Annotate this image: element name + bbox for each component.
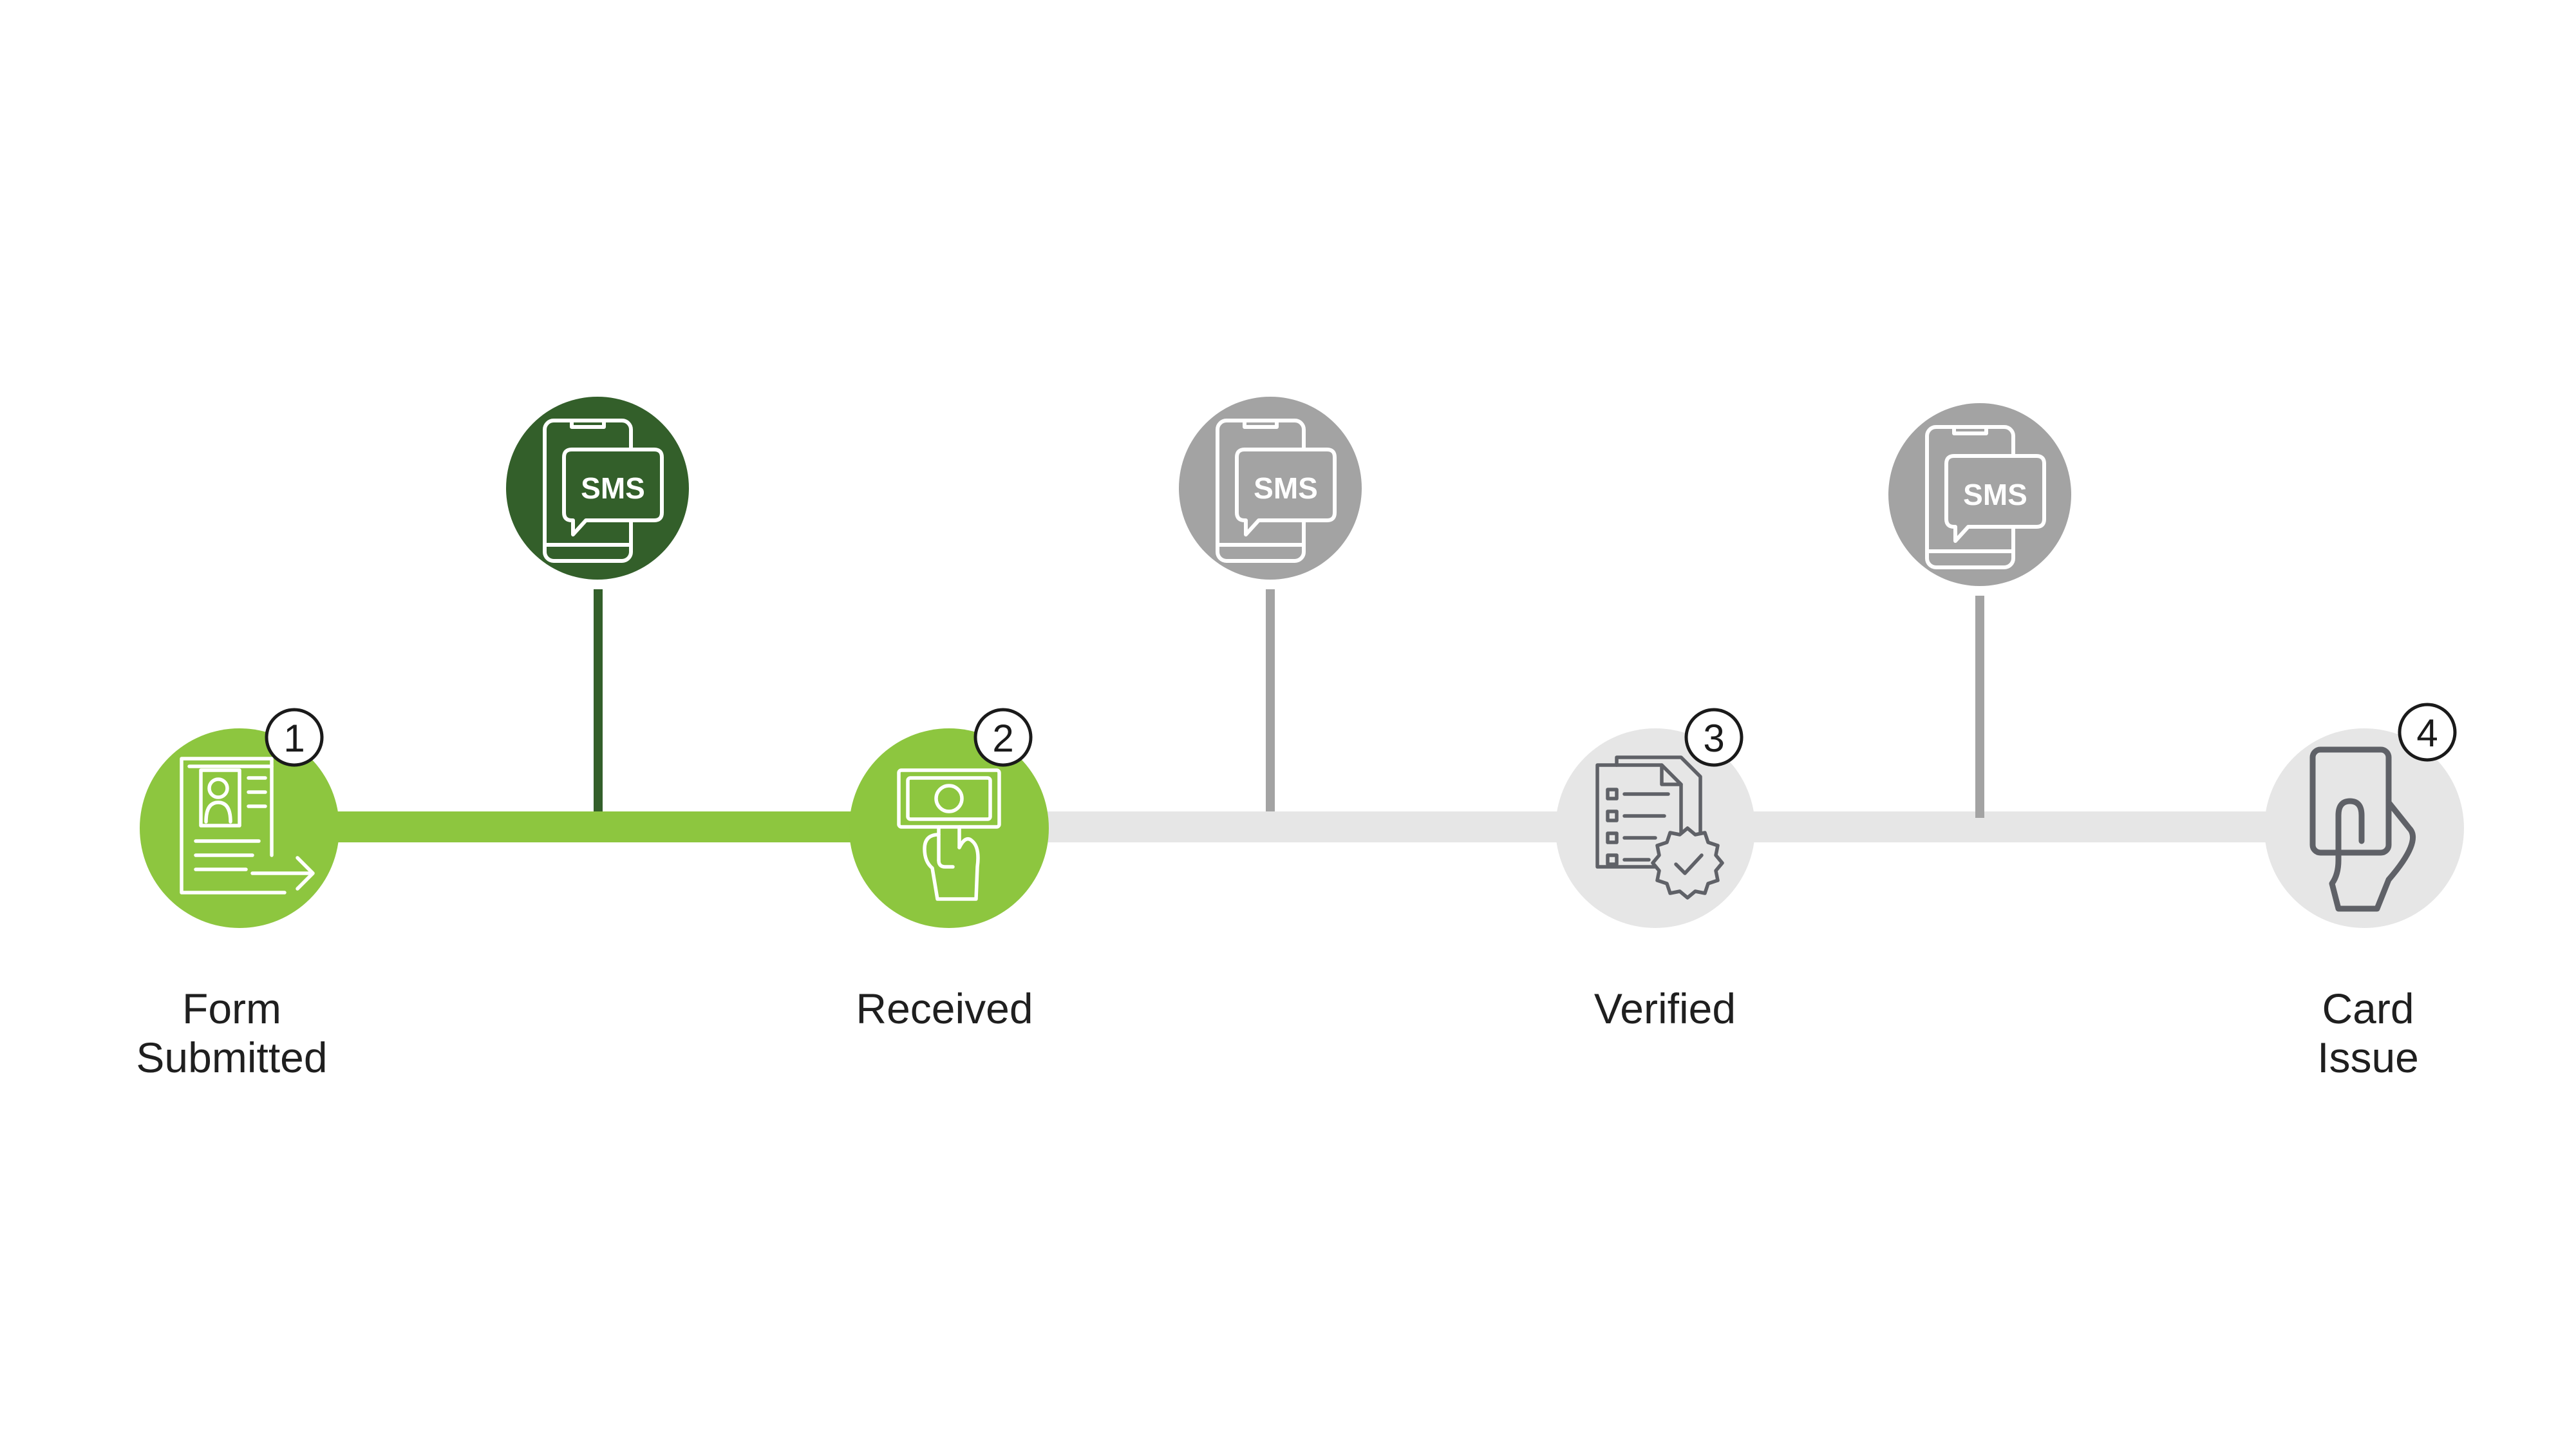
sms-node-3: SMS [1888, 403, 2071, 586]
form-submit-icon [180, 757, 315, 895]
sms-phone-icon [1216, 419, 1337, 563]
sms-text-2: SMS [1254, 471, 1318, 505]
sms-node-2: SMS [1179, 397, 1362, 580]
sms-node-1: SMS [506, 397, 689, 580]
step-number-2: 2 [992, 717, 1013, 760]
step-node-4 [2264, 728, 2464, 928]
step-label-received: Received [856, 985, 1033, 1032]
step-number-badge-2: 2 [973, 708, 1033, 767]
sms-text-3: SMS [1963, 478, 2027, 511]
step-circle-1 [140, 728, 339, 928]
step-label-card-issue: Card Issue [2317, 985, 2419, 1081]
step-number-badge-1: 1 [265, 708, 324, 767]
step-node-2 [849, 728, 1049, 928]
step-number-badge-3: 3 [1684, 708, 1744, 767]
sms-phone-icon [543, 419, 664, 563]
sms-phone-icon [1925, 425, 2046, 569]
step-node-1 [140, 728, 339, 928]
step-number-1: 1 [283, 717, 305, 760]
cash-hand-icon [897, 768, 1001, 901]
step-number-badge-4: 4 [2398, 703, 2457, 762]
verified-document-icon [1595, 755, 1724, 900]
sms-connector-1 [594, 589, 603, 811]
step-number-4: 4 [2416, 712, 2438, 755]
sms-connector-2 [1266, 589, 1275, 811]
sms-text-1: SMS [581, 471, 645, 505]
step-label-form-submitted: Form Submitted [136, 985, 328, 1081]
step-node-3 [1556, 728, 1755, 928]
step-number-3: 3 [1703, 717, 1724, 760]
hand-card-icon [2309, 746, 2416, 912]
step-label-verified: Verified [1594, 985, 1736, 1032]
sms-connector-3 [1975, 596, 1984, 818]
